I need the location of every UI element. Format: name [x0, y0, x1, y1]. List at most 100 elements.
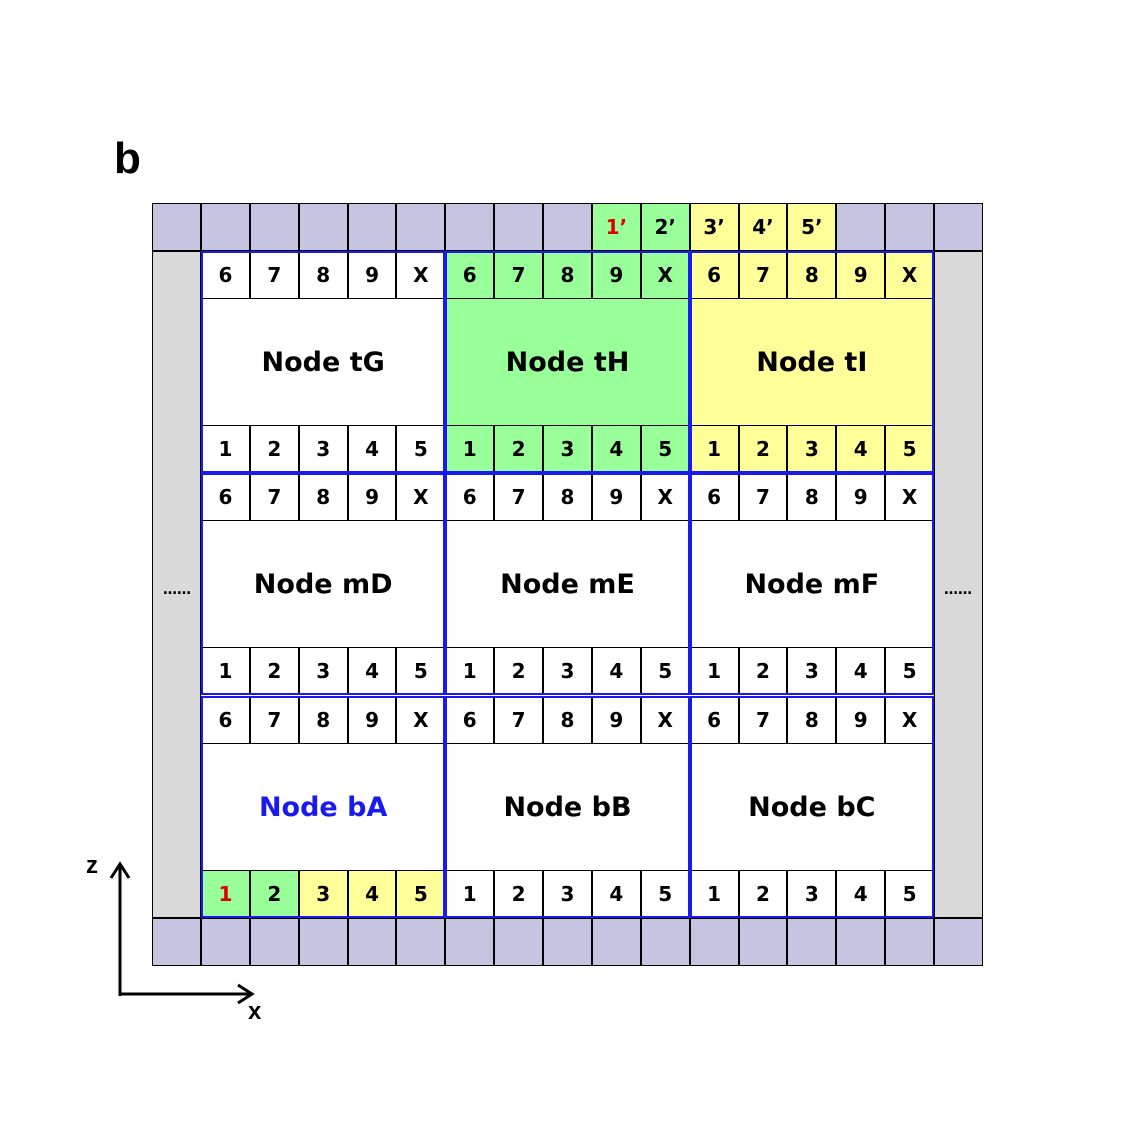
top-pad-cell: 4’	[738, 203, 788, 251]
node-bottom-cell: 1	[689, 425, 739, 473]
node-top-cell: 8	[543, 473, 592, 521]
node-top-cell: 7	[738, 251, 788, 299]
bottom-pad-cell	[787, 918, 837, 966]
top-pad-cell: 5’	[787, 203, 837, 251]
z-axis-arrowhead	[109, 861, 131, 879]
node-top-cell: 7	[494, 696, 544, 744]
node-top-cell: 6	[445, 696, 495, 744]
bottom-pad-cell	[543, 918, 592, 966]
node-bottom-cell: 1	[201, 870, 250, 918]
top-pad-cell	[934, 203, 983, 251]
node-body: Node tG	[201, 299, 446, 425]
node-top-cell: X	[640, 473, 690, 521]
node-bottom-cell: 3	[787, 647, 837, 695]
node-bottom-cell: 3	[298, 647, 348, 695]
bottom-pad-cell	[396, 918, 446, 966]
top-pad-cell	[396, 203, 446, 251]
top-pad-cell: 1’	[591, 203, 641, 251]
node-top-cell: 7	[738, 696, 788, 744]
node-bottom-cell: 5	[640, 647, 690, 695]
top-pad-cell	[885, 203, 934, 251]
top-pad-cell	[494, 203, 544, 251]
bottom-pad-cell	[152, 918, 201, 966]
node-bottom-cell: 4	[591, 647, 641, 695]
node-bottom-cell: 1	[445, 647, 495, 695]
node-top-cell: 9	[591, 473, 641, 521]
node-top-cell: 6	[445, 251, 495, 299]
node-body: Node tH	[445, 299, 690, 425]
node-top-cell: 7	[494, 473, 544, 521]
node-bottom-cell: 1	[201, 647, 250, 695]
top-pad-cell: 3’	[689, 203, 739, 251]
node-bottom-cell: 5	[396, 647, 446, 695]
node-top-cell: 8	[543, 696, 592, 744]
node-top-cell: X	[396, 473, 446, 521]
node-top-cell: X	[640, 251, 690, 299]
node-bottom-cell: 2	[494, 425, 544, 473]
node-top-cell: 9	[347, 473, 397, 521]
node-top-cell: 8	[787, 251, 837, 299]
node-bottom-cell: 4	[836, 647, 886, 695]
node-top-cell: 9	[347, 251, 397, 299]
node-body: Node mD	[201, 521, 446, 647]
node-top-cell: 7	[249, 696, 299, 744]
top-pad-cell	[836, 203, 886, 251]
node-body: Node bB	[445, 744, 690, 870]
bottom-pad-cell	[934, 918, 983, 966]
node-bottom-cell: 4	[836, 425, 886, 473]
node-top-cell: 6	[445, 473, 495, 521]
x-axis-label: x	[248, 998, 262, 1025]
bottom-pad-cell	[201, 918, 250, 966]
right-ellipsis: ……	[944, 582, 972, 598]
node-top-cell: 6	[201, 251, 250, 299]
node-bottom-cell: 3	[298, 425, 348, 473]
top-pad-cell	[347, 203, 397, 251]
node-body: Node mE	[445, 521, 690, 647]
node-top-cell: 8	[543, 251, 592, 299]
node-top-cell: 6	[689, 251, 739, 299]
node-bottom-cell: 3	[543, 870, 592, 918]
bottom-pad-cell	[347, 918, 397, 966]
node-top-cell: 8	[787, 473, 837, 521]
node-bottom-cell: 2	[738, 870, 788, 918]
bottom-pad-cell	[494, 918, 544, 966]
x-axis-arrowhead	[237, 983, 255, 1005]
node-bottom-cell: 4	[836, 870, 886, 918]
bottom-pad-cell	[885, 918, 934, 966]
top-pad-cell	[201, 203, 250, 251]
node-bottom-cell: 2	[249, 870, 299, 918]
node-bottom-cell: 3	[787, 425, 837, 473]
node-bottom-cell: 3	[298, 870, 348, 918]
node-top-cell: X	[885, 696, 934, 744]
node-top-cell: 9	[836, 473, 886, 521]
top-pad-cell	[152, 203, 201, 251]
node-top-cell: 9	[591, 696, 641, 744]
bottom-pad-cell	[298, 918, 348, 966]
node-bottom-cell: 1	[445, 870, 495, 918]
node-body: Node bA	[201, 744, 446, 870]
node-bottom-cell: 5	[640, 870, 690, 918]
node-top-cell: X	[396, 251, 446, 299]
node-top-cell: X	[640, 696, 690, 744]
bottom-pad-cell	[738, 918, 788, 966]
node-bottom-cell: 5	[885, 870, 934, 918]
node-bottom-cell: 2	[494, 870, 544, 918]
bottom-pad-cell	[689, 918, 739, 966]
top-pad-cell	[249, 203, 299, 251]
top-pad-cell: 2’	[640, 203, 690, 251]
node-top-cell: 6	[201, 696, 250, 744]
node-top-cell: 8	[298, 251, 348, 299]
node-bottom-cell: 5	[885, 647, 934, 695]
bottom-pad-cell	[836, 918, 886, 966]
node-bottom-cell: 5	[885, 425, 934, 473]
node-bottom-cell: 2	[494, 647, 544, 695]
top-pad-cell	[543, 203, 592, 251]
node-top-cell: 7	[249, 473, 299, 521]
node-bottom-cell: 1	[201, 425, 250, 473]
left-side-panel	[152, 251, 201, 918]
node-bottom-cell: 2	[249, 647, 299, 695]
left-ellipsis: ……	[163, 582, 191, 598]
node-body: Node bC	[689, 744, 934, 870]
node-body: Node tI	[689, 299, 934, 425]
node-bottom-cell: 3	[787, 870, 837, 918]
